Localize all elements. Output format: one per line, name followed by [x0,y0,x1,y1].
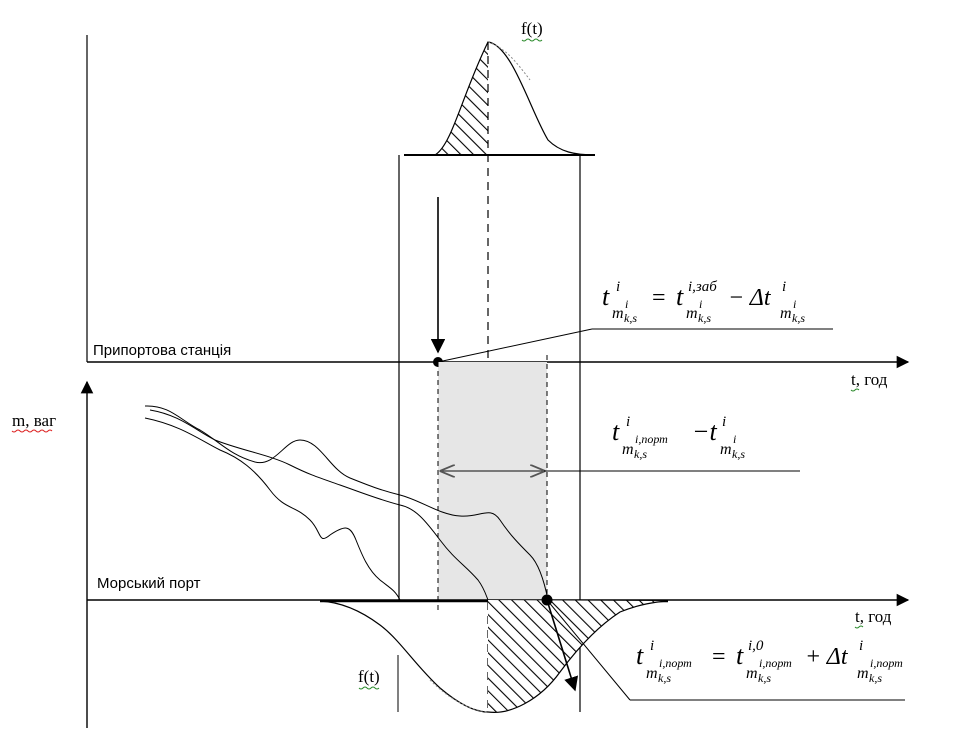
f1-lhs: t [602,282,610,311]
formula1-leader [437,328,593,363]
f1-delta-sub-ks: k,s [792,311,805,325]
f3-delta-sub-m-sup: i,порт [870,656,903,670]
f3-lhs-sub-ks: k,s [658,671,671,685]
f3-rhs-sub-m: m [746,665,758,682]
bottom-panel: Морський порт m, ваг t, год f(t) [11,355,910,728]
f1-minus-delta: − Δt [728,285,772,311]
f1-rhs-sub-m: m [686,305,698,322]
f3-delta-sub-m: m [857,665,869,682]
f2-t1-sub-m-sup: i,порт [635,432,668,446]
f2-t2-sub-ks: k,s [732,447,745,461]
f1-delta-sup: i [782,279,786,295]
f2-t1-sup: i [626,414,630,430]
wagon-curve-2 [144,417,401,601]
top-distribution-curve-dotted [487,41,531,81]
shaded-interval [438,362,547,600]
top-distribution-curve [404,41,596,156]
f3-lhs-sup: i [650,638,654,654]
f3-lhs-sub-m-sup: i,порт [659,656,692,670]
f1-rhs-t: t [676,282,684,311]
ft-top-squiggle [521,38,543,42]
bottom-distribution-curve-dotted [429,679,489,713]
f1-lhs-sup: i [616,279,620,295]
f3-lhs: t [636,641,644,670]
top-panel: Припортова станція f(t) t, год [86,19,910,712]
formula-2: t i m i,порт k,s −t i m i k,s [612,414,745,461]
f3-lhs-sub-m: m [646,665,658,682]
t-axis-bottom-label: t, год [855,607,892,626]
t-axis-top-squiggle [850,388,860,392]
f3-rhs-t: t [736,641,744,670]
f2-t2-sub-m: m [720,441,732,458]
t-axis-top-label: t, год [851,370,888,389]
f3-rhs-sub-m-sup: i,порт [759,656,792,670]
f2-t1-sub-m: m [622,441,634,458]
ft-bottom-label: f(t) [358,667,380,686]
port-label: Морський порт [97,575,201,592]
f1-lhs-sub-ks: k,s [624,311,637,325]
formula-1: t i m i k,s = t i,заб m i k,s − Δt i m i… [602,279,805,325]
ft-bottom-squiggle [358,686,380,690]
f1-lhs-sub-m: m [612,305,624,322]
f1-rhs-sub-ks: k,s [698,311,711,325]
f3-delta-sub-ks: k,s [869,671,882,685]
f1-lhs-sub-m-sup: i [625,297,628,311]
f3-eq: = [712,644,726,670]
f1-rhs-sup: i,заб [688,279,717,295]
f1-delta-sub-m-sup: i [793,297,796,311]
y-axis-squiggle [11,429,53,433]
f2-t1-sub-ks: k,s [634,447,647,461]
f1-delta-sub-m: m [780,305,792,322]
f3-rhs-sup: i,0 [748,638,764,654]
ft-top-label: f(t) [521,19,543,38]
top-distribution-hatched-area [404,42,488,155]
wagon-curve-1 [144,405,549,601]
t-axis-bottom-squiggle [854,625,864,629]
y-axis-label: m, ваг [12,411,56,430]
bottom-distribution-curve [319,600,669,713]
f2-t2-sup: i [722,414,726,430]
bottom-distribution-hatched-area [488,600,668,713]
wagon-curve-3 [149,409,489,601]
f2-minus-t: −t [692,417,718,446]
f3-rhs-sub-ks: k,s [758,671,771,685]
formula-3: t i m i,порт k,s = t i,0 m i,порт k,s + … [636,638,903,685]
f3-delta-sup: i [859,638,863,654]
formula3-leader [546,599,631,701]
port-arrow [546,599,579,692]
f3-plus-delta: + Δt [805,644,849,670]
f1-rhs-sub-m-sup: i [699,297,702,311]
station-label: Припортова станція [93,342,231,359]
f1-eq: = [652,285,666,311]
f2-t1: t [612,417,620,446]
f2-t2-sub-m-sup: i [733,432,736,446]
